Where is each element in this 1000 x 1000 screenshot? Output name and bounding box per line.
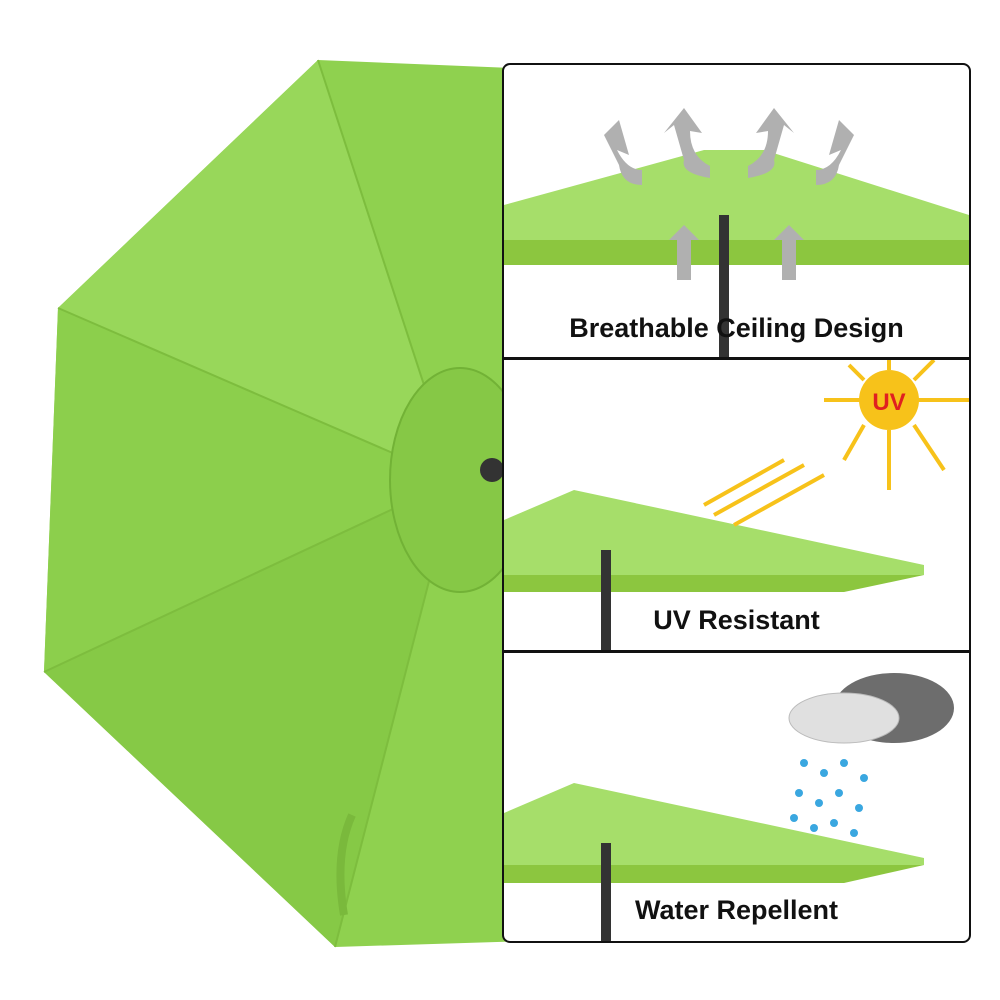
- divider: [504, 357, 969, 360]
- sun-icon: UV: [504, 360, 969, 650]
- uv-badge: UV: [872, 389, 905, 416]
- divider: [504, 650, 969, 653]
- vent-arrows-icon: [504, 108, 969, 357]
- rain-cloud-icon: [504, 673, 954, 941]
- feature-label: UV Resistant: [653, 605, 820, 635]
- feature-label: Breathable Ceiling Design: [569, 313, 904, 343]
- features-panel: Breathable Ceiling Design UV UV Resis: [502, 63, 971, 943]
- feature-uv: UV UV Resistant: [504, 360, 969, 650]
- feature-label: Water Repellent: [634, 895, 839, 925]
- feature-breathable: Breathable Ceiling Design: [504, 65, 969, 357]
- feature-water: Water Repellent: [504, 653, 969, 941]
